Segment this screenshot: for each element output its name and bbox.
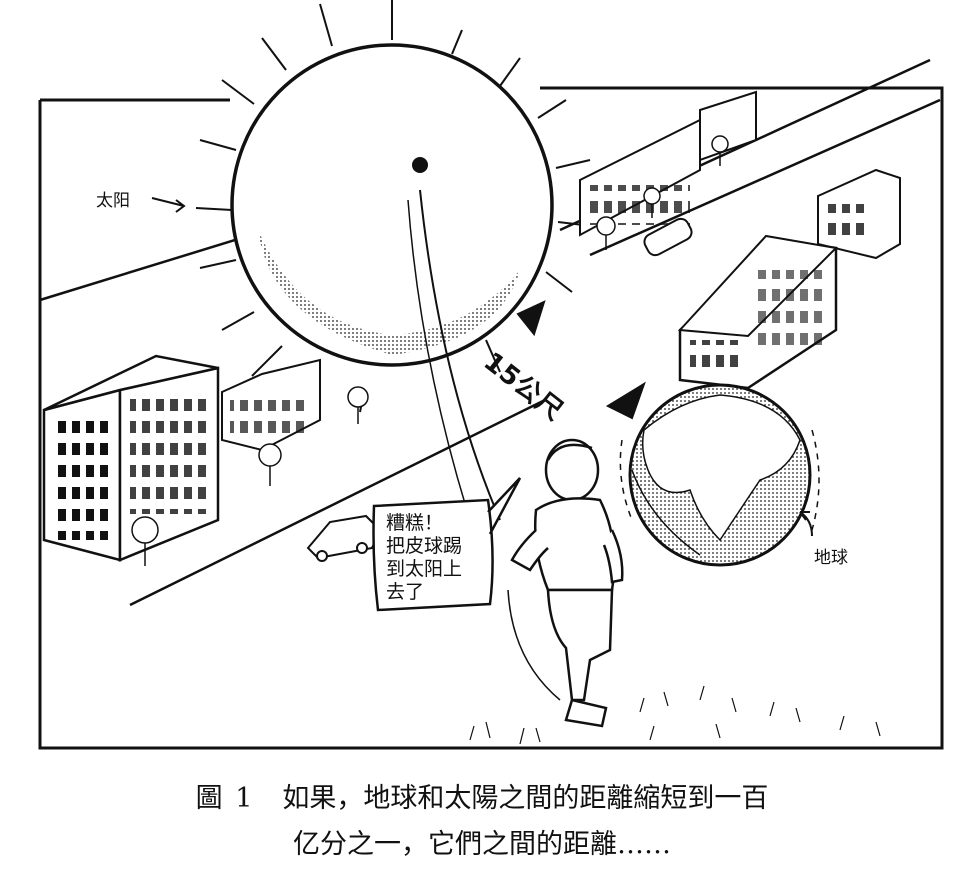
ball-trajectory: [419, 189, 501, 521]
illustration: [38, 0, 944, 750]
car: [306, 514, 382, 562]
boy-motion-arc: [507, 589, 561, 701]
building-right-small: [817, 168, 901, 260]
speech-bubble-text: 糟糕！ 把皮球踢 到太阳上 去了: [386, 512, 463, 603]
bus: [643, 217, 693, 257]
grass: [469, 685, 881, 745]
speech-bubble: [372, 477, 522, 612]
earth-label: 地球: [814, 548, 848, 568]
frame: [38, 86, 944, 750]
sun: [230, 43, 554, 367]
building-left-tall: [42, 354, 220, 562]
caption-line-2: 亿分之一，它們之間的距離……: [293, 829, 671, 860]
figure-caption: 圖 1 如果，地球和太陽之間的距離縮短到一百 亿分之一，它們之間的距離……: [0, 776, 964, 868]
caption-text-1: 如果，地球和太陽之間的距離縮短到一百: [282, 783, 769, 814]
sun-shading: [258, 230, 520, 355]
sun-rays: [195, 0, 593, 413]
ball-on-sun: [412, 157, 428, 173]
earth-arrow: [799, 511, 813, 537]
sun-label: 太阳: [96, 191, 130, 211]
trees: [131, 135, 729, 566]
building-right-top: [579, 90, 757, 237]
building-right-large: [677, 234, 839, 390]
earth-continents: [641, 394, 801, 542]
sun-arrow: [151, 197, 186, 213]
boy: [510, 438, 624, 728]
distance-arrow: [516, 300, 646, 420]
figure-number: 圖 1: [195, 783, 255, 814]
caption-line-1: 圖 1 如果，地球和太陽之間的距離縮短到一百: [0, 776, 964, 822]
building-left-low: [221, 358, 321, 452]
